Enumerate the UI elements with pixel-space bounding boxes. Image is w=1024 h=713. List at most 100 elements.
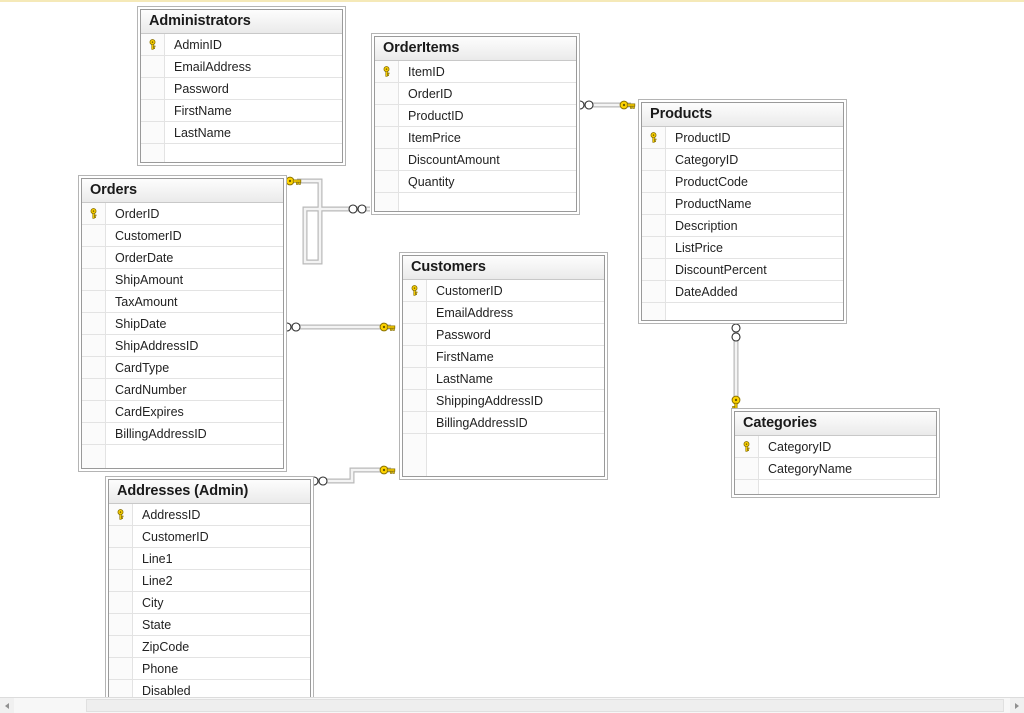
chevron-right-icon: [1015, 702, 1019, 709]
column-row[interactable]: Line1: [109, 548, 310, 570]
column-name: OrderDate: [115, 250, 174, 265]
column-row[interactable]: ProductID: [375, 105, 576, 127]
column-row[interactable]: Password: [403, 324, 604, 346]
column-row-primary-key[interactable]: CategoryID: [735, 436, 936, 458]
column-row-primary-key[interactable]: ProductID: [642, 127, 843, 149]
column-row[interactable]: ItemPrice: [375, 127, 576, 149]
column-row[interactable]: BillingAddressID: [82, 423, 283, 445]
key-cell-empty: [642, 149, 666, 170]
column-row[interactable]: CardNumber: [82, 379, 283, 401]
column-row[interactable]: City: [109, 592, 310, 614]
column-row[interactable]: ListPrice: [642, 237, 843, 259]
horizontal-scrollbar[interactable]: [0, 697, 1024, 713]
key-cell-empty: [82, 445, 106, 468]
column-row[interactable]: CategoryName: [735, 458, 936, 480]
column-row[interactable]: OrderID: [375, 83, 576, 105]
top-rule: [0, 0, 1024, 2]
relationship-orders-customers[interactable]: [282, 322, 396, 332]
table-filler: [82, 445, 283, 468]
column-row[interactable]: CardType: [82, 357, 283, 379]
column-row[interactable]: DiscountPercent: [642, 259, 843, 281]
column-name: FirstName: [436, 349, 494, 364]
column-row[interactable]: Phone: [109, 658, 310, 680]
column-row[interactable]: DiscountAmount: [375, 149, 576, 171]
entity-table-title[interactable]: Administrators: [141, 10, 342, 34]
column-name: ShippingAddressID: [436, 393, 544, 408]
primary-key-icon: [149, 39, 156, 50]
column-row[interactable]: ShipDate: [82, 313, 283, 335]
entity-table-title[interactable]: Addresses (Admin): [109, 480, 310, 504]
column-row-primary-key[interactable]: AddressID: [109, 504, 310, 526]
column-row[interactable]: CategoryID: [642, 149, 843, 171]
key-cell-empty: [403, 302, 427, 323]
column-row[interactable]: State: [109, 614, 310, 636]
column-row[interactable]: ShipAmount: [82, 269, 283, 291]
entity-table-name: Orders: [90, 182, 137, 198]
scroll-right-arrow[interactable]: [1010, 698, 1024, 713]
column-name: OrderID: [115, 206, 160, 221]
column-row-primary-key[interactable]: ItemID: [375, 61, 576, 83]
entity-table-title[interactable]: Orders: [82, 179, 283, 203]
entity-table-title[interactable]: Customers: [403, 256, 604, 280]
entity-table-title[interactable]: OrderItems: [375, 37, 576, 61]
column-row[interactable]: FirstName: [403, 346, 604, 368]
column-row[interactable]: OrderDate: [82, 247, 283, 269]
primary-key-cell: [141, 34, 165, 55]
key-cell-empty: [141, 56, 165, 77]
column-row-primary-key[interactable]: OrderID: [82, 203, 283, 225]
column-name: EmailAddress: [436, 305, 514, 320]
column-row[interactable]: CustomerID: [109, 526, 310, 548]
column-row[interactable]: EmailAddress: [141, 56, 342, 78]
key-cell-empty: [82, 291, 106, 312]
entity-table-title[interactable]: Categories: [735, 412, 936, 436]
primary-key-cell: [403, 280, 427, 301]
column-row[interactable]: ProductName: [642, 193, 843, 215]
column-row[interactable]: Password: [141, 78, 342, 100]
column-row-primary-key[interactable]: AdminID: [141, 34, 342, 56]
primary-key-cell: [375, 61, 399, 82]
column-row-primary-key[interactable]: CustomerID: [403, 280, 604, 302]
relationship-customers-addresses[interactable]: [309, 465, 396, 486]
column-row[interactable]: Quantity: [375, 171, 576, 193]
column-name: CategoryID: [675, 152, 739, 167]
key-cell-empty: [642, 237, 666, 258]
scrollbar-thumb[interactable]: [86, 699, 1004, 712]
column-row[interactable]: Description: [642, 215, 843, 237]
column-row[interactable]: LastName: [141, 122, 342, 144]
column-row[interactable]: LastName: [403, 368, 604, 390]
key-cell-empty: [82, 313, 106, 334]
column-row[interactable]: BillingAddressID: [403, 412, 604, 434]
scroll-left-arrow[interactable]: [0, 698, 14, 713]
column-row[interactable]: Line2: [109, 570, 310, 592]
relationship-orderitems-products[interactable]: [575, 100, 636, 110]
column-row[interactable]: ShipAddressID: [82, 335, 283, 357]
column-row[interactable]: ShippingAddressID: [403, 390, 604, 412]
column-row[interactable]: DateAdded: [642, 281, 843, 303]
column-name: CardNumber: [115, 382, 187, 397]
entity-table-name-suffix: (Admin): [190, 483, 249, 499]
key-cell-empty: [403, 324, 427, 345]
entity-table-title[interactable]: Products: [642, 103, 843, 127]
column-row[interactable]: EmailAddress: [403, 302, 604, 324]
column-row[interactable]: ProductCode: [642, 171, 843, 193]
scrollbar-track[interactable]: [14, 698, 1010, 713]
column-row[interactable]: TaxAmount: [82, 291, 283, 313]
relationship-orders-orderitems[interactable]: [285, 176, 370, 265]
column-row[interactable]: CustomerID: [82, 225, 283, 247]
relationship-products-categories[interactable]: [731, 323, 741, 412]
column-row[interactable]: FirstName: [141, 100, 342, 122]
column-row[interactable]: CardExpires: [82, 401, 283, 423]
column-row[interactable]: Disabled: [109, 680, 310, 700]
column-row[interactable]: ZipCode: [109, 636, 310, 658]
